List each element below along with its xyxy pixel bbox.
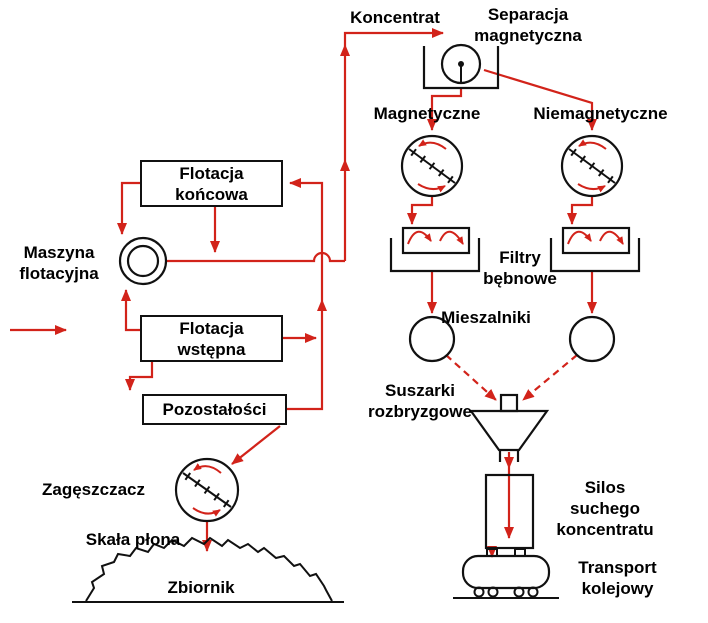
- label-mieszalniki: Mieszalniki: [441, 308, 531, 327]
- label-skala-plona: Skała płona: [85, 530, 181, 549]
- drum-filter-left: [389, 226, 481, 273]
- flotation-machine-symbol: [118, 236, 168, 286]
- mixer-left: [408, 315, 456, 363]
- label-filtry-bebnowe: Filtry bębnowe: [483, 248, 557, 288]
- magnetic-drum-right: [560, 134, 624, 198]
- label-zbiornik: Zbiornik: [167, 578, 235, 597]
- label-transport-kolejowy: Transport kolejowy: [578, 558, 657, 598]
- magnetic-separator-symbol: [422, 43, 500, 90]
- spray-dryer-symbol: [468, 393, 550, 462]
- label-magnetyczne: Magnetyczne: [373, 104, 481, 123]
- dashed-arrow-right: [522, 354, 578, 401]
- node-pozostalosci: Pozostałości: [142, 394, 287, 425]
- label-zageszczacz: Zagęszczacz: [42, 480, 145, 499]
- label-maszyna-flotacyjna: Maszyna flotacyjna: [19, 243, 99, 283]
- drum-filter-right: [549, 226, 641, 273]
- thickener-symbol: [174, 457, 240, 523]
- waste-pile-symbol: [72, 536, 344, 603]
- label-niemagnetyczne: Niemagnetyczne: [533, 104, 668, 123]
- silo-symbol: [484, 473, 535, 550]
- node-flotacja-wstepna: Flotacja wstępna: [140, 315, 283, 362]
- label-silos-suchego-koncentratu: Silos suchego koncentratu: [556, 478, 654, 539]
- node-flotacja-koncowa: Flotacja końcowa: [140, 160, 283, 207]
- label-koncentrat: Koncentrat: [350, 8, 440, 27]
- mixer-right: [568, 315, 616, 363]
- rail-car-symbol: [453, 548, 559, 599]
- label-suszarki-rozbryzgowe: Suszarki rozbryzgowe: [368, 381, 472, 421]
- label-separacja-magnetyczna: Separacja magnetyczna: [474, 5, 582, 45]
- magnetic-drum-left: [400, 134, 464, 198]
